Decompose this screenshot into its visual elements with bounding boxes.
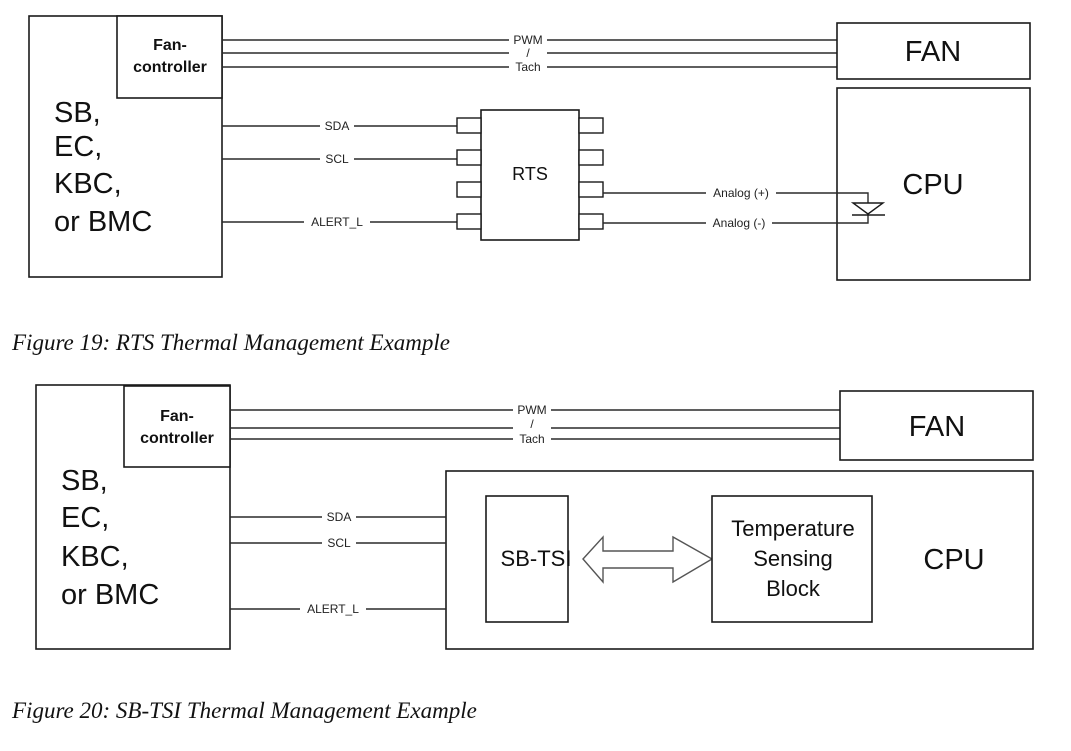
sda-label: SDA [327,510,352,524]
temperature-sensing-block [711,495,873,623]
tach-label: Tach [515,60,540,74]
rts-pin-3 [456,181,482,198]
host-label-line-4: or BMC [54,206,152,238]
fan-controller-label-1: Fan- [160,408,194,425]
fan-block [839,390,1034,461]
rts-pin-4 [456,213,482,230]
figure-20-caption: Figure 20: SB-TSI Thermal Management Exa… [12,698,477,723]
rts-pin-1 [456,117,482,134]
cpu-block [836,87,1031,281]
scl-label: SCL [327,536,351,550]
analog-pos-label: Analog (+) [713,186,769,200]
temp-block-label-3: Block [766,576,821,601]
cpu-label: CPU [902,169,963,201]
fan-block [836,22,1031,80]
fan-label: FAN [905,36,961,68]
figure-20-diagram: Fan- controller SB, EC, KBC, or BMC PWM … [35,384,1034,650]
rts-pin-5 [578,213,604,230]
thermal-diode-icon [850,202,886,216]
tach-label: Tach [519,432,544,446]
alert-label: ALERT_L [307,602,359,616]
pwm-label: PWM [517,403,546,417]
fan-controller-label-2: controller [133,59,207,76]
figure-19-diagram: Fan- controller SB, EC, KBC, or BMC PWM … [28,15,1031,281]
analog-neg-wire [603,214,869,224]
cpu-label: CPU [923,544,984,576]
rts-pin-8 [578,117,604,134]
host-label-line-2: EC, [54,131,102,163]
pwm-tach-slash: / [530,417,534,431]
sb-tsi-block [485,495,569,623]
pwm-tach-slash: / [526,46,530,60]
alert-label: ALERT_L [311,215,363,229]
analog-neg-label: Analog (-) [713,216,766,230]
sb-tsi-label: SB-TSI [501,546,572,571]
figure-19-caption: Figure 19: RTS Thermal Management Exampl… [12,330,450,355]
analog-pos-wire [603,192,869,203]
fan-label: FAN [909,411,965,443]
temp-block-label-2: Sensing [753,546,833,571]
rts-pin-2 [456,149,482,166]
fan-controller-block [116,15,223,99]
host-label-line-3: KBC, [61,541,129,573]
fan-controller-label-1: Fan- [153,37,187,54]
rts-label: RTS [512,164,548,184]
scl-label: SCL [325,152,349,166]
host-label-line-1: SB, [54,97,101,129]
fan-controller-block [123,385,231,468]
temp-block-label-1: Temperature [731,516,855,541]
host-label-line-2: EC, [61,502,109,534]
rts-pin-7 [578,149,604,166]
host-label-line-1: SB, [61,465,108,497]
rts-pin-6 [578,181,604,198]
rts-chip [480,109,580,241]
host-label-line-4: or BMC [61,579,159,611]
fan-controller-label-2: controller [140,430,214,447]
host-label-line-3: KBC, [54,168,122,200]
pwm-label: PWM [513,33,542,47]
sda-label: SDA [325,119,350,133]
